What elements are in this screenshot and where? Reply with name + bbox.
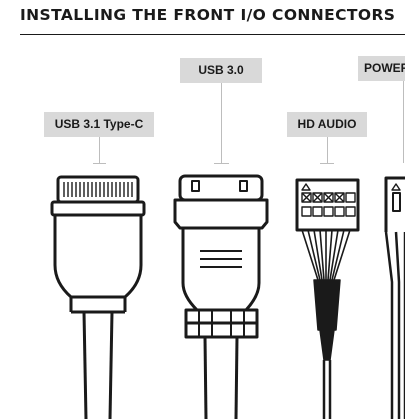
usb-c-body — [53, 213, 143, 299]
page-title: INSTALLING THE FRONT I/O CONNECTORS — [20, 6, 396, 24]
usb3-boot-lower — [184, 321, 259, 339]
usb3-leader-tick — [214, 163, 229, 164]
usb-c-leader-tick — [93, 163, 106, 164]
hd-audio-housing — [295, 178, 360, 232]
usb3-body — [181, 226, 261, 312]
hd-audio-pin-grid — [301, 183, 356, 217]
power-leader — [403, 81, 404, 163]
power-housing — [384, 176, 405, 232]
usb3-grip-lines — [200, 250, 242, 268]
hd-audio-braid — [313, 279, 341, 331]
usb3-connector — [173, 174, 269, 419]
usb3-boot-upper — [184, 308, 259, 325]
usb-c-cable-right — [108, 311, 114, 419]
power-label: POWER — [358, 56, 405, 81]
power-wire-1 — [384, 231, 394, 419]
hd-audio-connector — [295, 178, 360, 419]
usb-c-cable-left — [82, 311, 88, 419]
usb3-cable-right — [234, 336, 239, 419]
usb3-collar — [173, 198, 269, 230]
usb-c-label: USB 3.1 Type-C — [44, 112, 154, 137]
usb-c-pins — [63, 182, 133, 197]
power-wire-2 — [394, 231, 401, 419]
usb-c-collar — [50, 200, 146, 217]
usb-c-connector — [50, 175, 146, 419]
hd-audio-wires — [301, 229, 351, 281]
usb-c-leader — [99, 137, 100, 163]
hd-audio-leader-tick — [320, 163, 334, 164]
usb-c-port-head — [56, 175, 140, 204]
usb3-leader — [221, 83, 222, 163]
power-connector — [384, 176, 405, 419]
hd-audio-label: HD AUDIO — [287, 112, 367, 137]
hd-audio-leader — [327, 137, 328, 163]
title-rule — [20, 34, 405, 35]
usb3-cable-left — [203, 336, 208, 419]
usb3-label: USB 3.0 — [180, 58, 262, 83]
